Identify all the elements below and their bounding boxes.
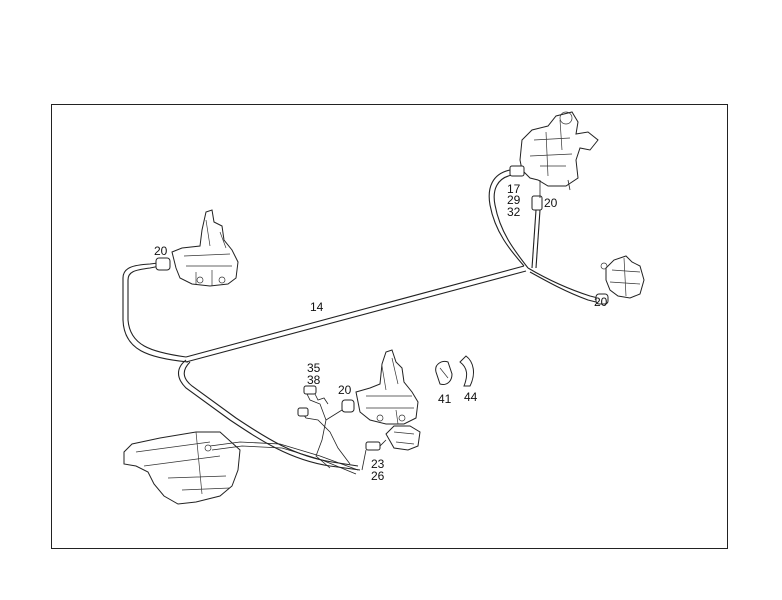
callout-38: 38: [307, 373, 321, 387]
floor-section: [123, 431, 359, 505]
vacuum-line-14: [122, 169, 599, 471]
callout-23: 23: [371, 457, 385, 471]
small-pump: [361, 425, 421, 471]
clip-44: [459, 355, 474, 387]
wire-harness-35-38: [297, 385, 351, 469]
callout-17: 17: [507, 182, 521, 196]
callout-20-mid: 20: [338, 383, 352, 397]
middle-actuator: [341, 349, 419, 425]
callout-32: 32: [507, 205, 521, 219]
callout-29: 29: [507, 193, 521, 207]
right-actuator: [595, 255, 645, 305]
callout-41: 41: [438, 392, 452, 406]
callout-20-right: 20: [594, 295, 608, 309]
callout-26: 26: [371, 469, 385, 483]
callout-35: 35: [307, 361, 321, 375]
callout-14: 14: [310, 300, 324, 314]
clip-41: [435, 361, 453, 385]
callout-20-top: 20: [544, 196, 558, 210]
callout-44: 44: [464, 390, 478, 404]
callout-labels: 14 20 20 20 20 17 29 32 35 38 41 44 23 2…: [154, 182, 608, 483]
diagram-frame: [51, 104, 728, 549]
upper-right-module: [509, 111, 599, 211]
callout-20-left: 20: [154, 244, 168, 258]
left-actuator: [155, 209, 239, 287]
